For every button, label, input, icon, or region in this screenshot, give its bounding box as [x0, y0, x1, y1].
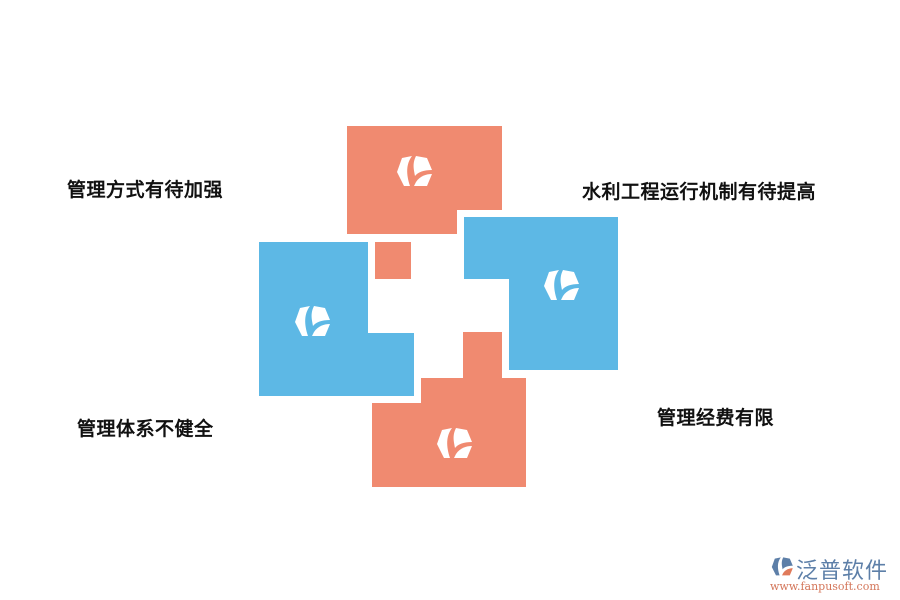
label-management-funds: 管理经费有限: [657, 407, 775, 429]
label-management-method: 管理方式有待加强: [67, 179, 224, 201]
fanpu-logo-icon: [544, 270, 579, 300]
label-management-system: 管理体系不健全: [77, 418, 214, 440]
left-blue-block-extension: [367, 333, 414, 396]
bottom-salmon-block: [372, 403, 526, 487]
fanpu-logo-icon: [295, 306, 330, 336]
right-blue-block: [464, 217, 618, 279]
fanpu-brand-logo-icon: [771, 557, 793, 576]
fanpu-logo-icon: [397, 156, 432, 186]
watermark-url: www.fanpusoft.com: [770, 580, 880, 593]
label-operation-mechanism: 水利工程运行机制有待提高: [582, 181, 817, 203]
small-salmon-square: [375, 242, 411, 279]
right-blue-block-lower: [509, 278, 618, 370]
top-salmon-block-lower: [347, 209, 457, 234]
fanpu-logo-icon: [437, 428, 472, 458]
bottom-salmon-block-middle: [421, 378, 526, 404]
watermark-brand: 泛普软件: [796, 559, 889, 584]
bottom-salmon-block-tab: [463, 332, 502, 379]
